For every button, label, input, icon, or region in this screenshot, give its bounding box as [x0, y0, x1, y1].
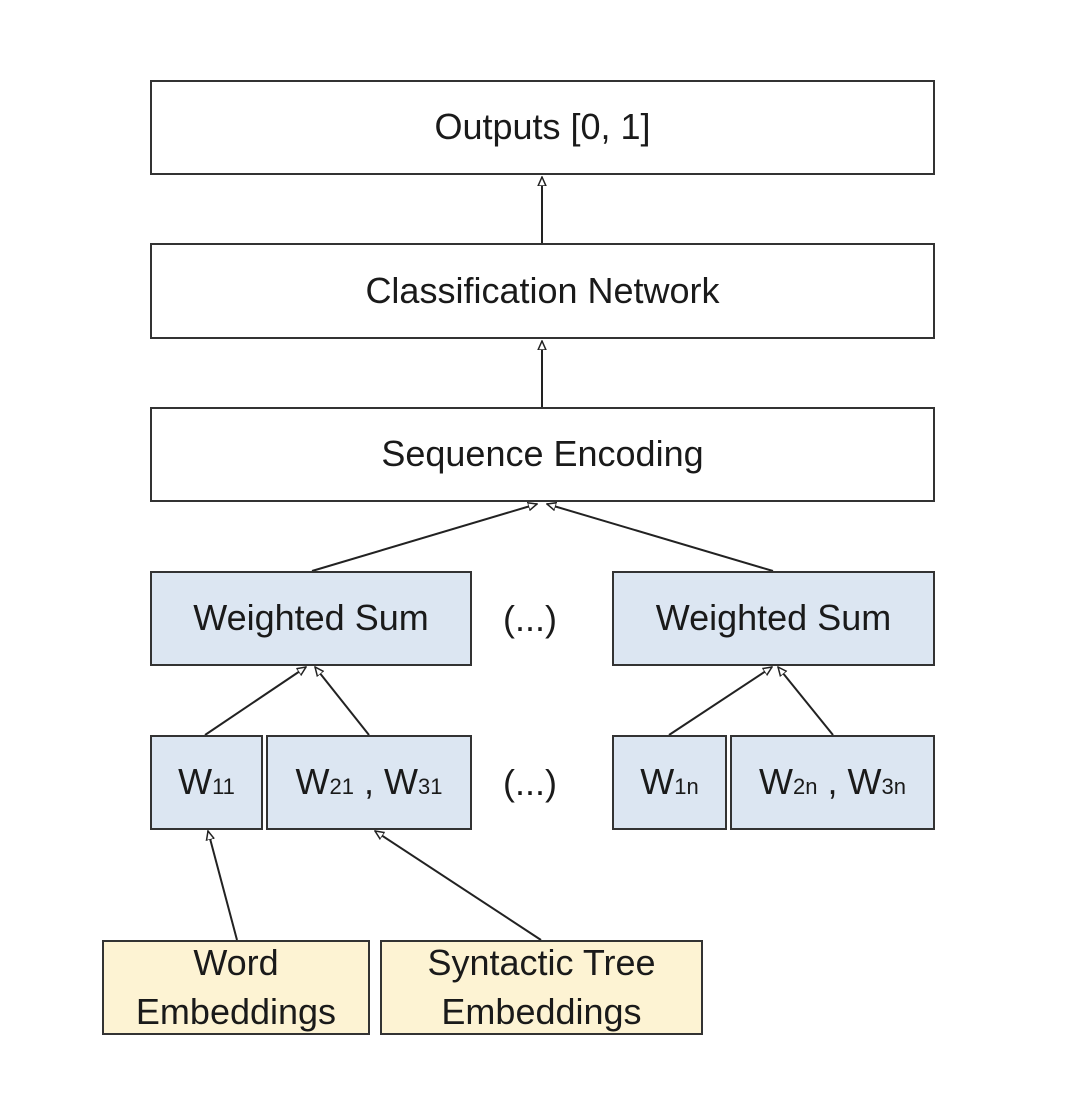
- w11-node: W11: [150, 735, 263, 830]
- ellipsis-top: (...): [503, 598, 557, 639]
- arrow-word-emb-to-w11: [208, 831, 238, 941]
- arrow-right-sum-to-sequence: [547, 504, 774, 572]
- arrow-syntactic-emb-to-w21: [375, 831, 542, 941]
- arrow-w21-to-left-sum: [315, 667, 370, 736]
- arrow-w1n-to-right-sum: [668, 667, 772, 736]
- ellipsis-bottom: (...): [503, 762, 557, 803]
- w11-label: W11: [178, 761, 235, 803]
- weighted-sum-left-node: Weighted Sum: [150, 571, 472, 666]
- w1n-label: W1n: [640, 761, 699, 803]
- weighted-sum-right-label: Weighted Sum: [655, 597, 892, 639]
- weighted-sum-right-node: Weighted Sum: [612, 571, 935, 666]
- w21-w31-label: W21 , W31: [295, 761, 443, 803]
- arrow-w11-to-left-sum: [204, 667, 306, 736]
- word-embeddings-node: Word Embeddings: [102, 940, 370, 1035]
- sequence-encoding-label: Sequence Encoding: [381, 433, 704, 475]
- classification-network-label: Classification Network: [365, 269, 720, 311]
- w1n-node: W1n: [612, 735, 727, 830]
- w2n-w3n-label: W2n , W3n: [759, 761, 906, 803]
- syntactic-tree-embeddings-node: Syntactic Tree Embeddings: [380, 940, 703, 1035]
- outputs-label: Outputs [0, 1]: [434, 106, 651, 148]
- weighted-sum-left-label: Weighted Sum: [193, 597, 429, 639]
- arrow-w2n-to-right-sum: [778, 667, 834, 736]
- word-embeddings-label: Word Embeddings: [135, 941, 337, 1032]
- w2n-w3n-node: W2n , W3n: [730, 735, 935, 830]
- sequence-encoding-node: Sequence Encoding: [150, 407, 935, 502]
- w21-w31-node: W21 , W31: [266, 735, 472, 830]
- outputs-node: Outputs [0, 1]: [150, 80, 935, 175]
- syntactic-tree-embeddings-label: Syntactic Tree Embeddings: [427, 941, 656, 1032]
- classification-network-node: Classification Network: [150, 243, 935, 339]
- arrow-left-sum-to-sequence: [311, 504, 537, 572]
